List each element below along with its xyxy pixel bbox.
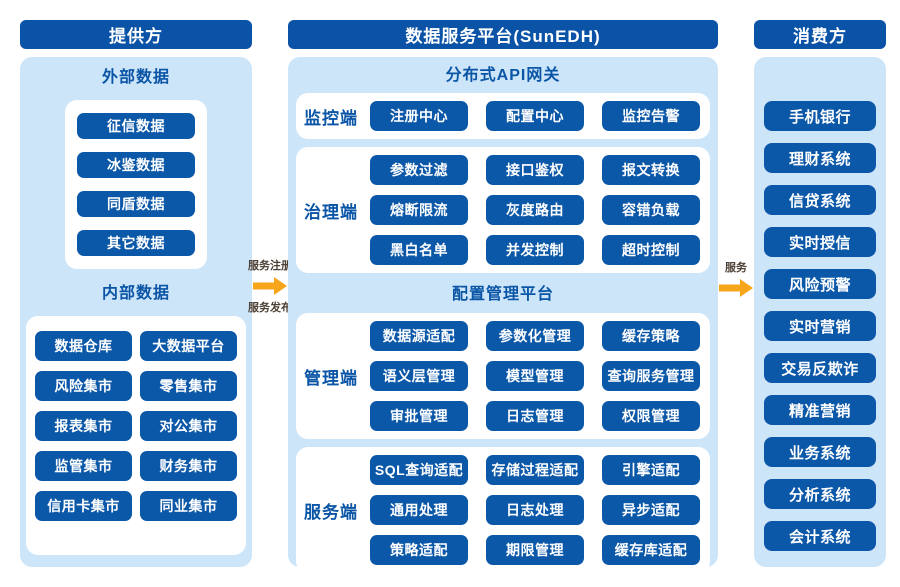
consumer-node: 风险预警 [764, 269, 876, 299]
platform-node: 权限管理 [602, 401, 700, 431]
platform-node: 数据源适配 [370, 321, 468, 351]
governance-group-grid: 参数过滤 接口鉴权 报文转换 熔断限流 灰度路由 容错负载 黑白名单 并发控制 … [370, 155, 700, 265]
platform-node: 灰度路由 [486, 195, 584, 225]
provider-node: 征信数据 [77, 113, 195, 139]
consumer-node: 分析系统 [764, 479, 876, 509]
platform-node: 日志管理 [486, 401, 584, 431]
platform-node: 缓存库适配 [602, 535, 700, 565]
service-label: 服务 [725, 262, 747, 274]
platform-node: 语义层管理 [370, 361, 468, 391]
provider-node: 数据仓库 [35, 331, 132, 361]
consumer-node: 会计系统 [764, 521, 876, 551]
monitor-group-grid: 注册中心 配置中心 监控告警 [370, 101, 700, 131]
consumer-node: 交易反欺诈 [764, 353, 876, 383]
platform-node: 熔断限流 [370, 195, 468, 225]
provider-node: 财务集市 [140, 451, 237, 481]
external-data-heading: 外部数据 [101, 69, 170, 86]
platform-node: 超时控制 [602, 235, 700, 265]
platform-panel: 分布式API网关 监控端 注册中心 配置中心 监控告警 治理端 参数过滤 接口鉴… [288, 57, 718, 573]
platform-node: 日志处理 [486, 495, 584, 525]
provider-node: 风险集市 [35, 371, 132, 401]
consumer-node: 实时授信 [764, 227, 876, 257]
provider-node: 大数据平台 [140, 331, 237, 361]
platform-node: 引擎适配 [602, 455, 700, 485]
platform-node: 接口鉴权 [486, 155, 584, 185]
governance-group-label: 治理端 [304, 202, 358, 222]
provider-node: 监管集市 [35, 451, 132, 481]
consumer-panel: 手机银行 理财系统 信贷系统 实时授信 风险预警 实时营销 交易反欺诈 精准营销… [754, 57, 886, 567]
platform-node: 注册中心 [370, 101, 468, 131]
right-arrow-icon [719, 279, 753, 297]
management-group: 管理端 数据源适配 参数化管理 缓存策略 语义层管理 模型管理 查询服务管理 审… [296, 313, 710, 439]
platform-node: 查询服务管理 [602, 361, 700, 391]
platform-node: 策略适配 [370, 535, 468, 565]
platform-to-consumer-arrow: 服务 [715, 259, 757, 301]
provider-column: 提供方 外部数据 征信数据 冰鉴数据 同盾数据 其它数据 内部数据 数据仓库 大… [20, 20, 252, 567]
provider-node: 对公集市 [140, 411, 237, 441]
platform-node: 报文转换 [602, 155, 700, 185]
provider-node: 信用卡集市 [35, 491, 132, 521]
platform-node: 存储过程适配 [486, 455, 584, 485]
management-group-grid: 数据源适配 参数化管理 缓存策略 语义层管理 模型管理 查询服务管理 审批管理 … [370, 321, 700, 431]
platform-node: 异步适配 [602, 495, 700, 525]
platform-node: 缓存策略 [602, 321, 700, 351]
platform-node: 并发控制 [486, 235, 584, 265]
config-mgmt-heading: 配置管理平台 [451, 286, 554, 303]
consumer-column: 消费方 手机银行 理财系统 信贷系统 实时授信 风险预警 实时营销 交易反欺诈 … [754, 20, 886, 567]
provider-node: 冰鉴数据 [77, 152, 195, 178]
service-register-label: 服务注册 [248, 260, 292, 272]
provider-node: 零售集市 [140, 371, 237, 401]
platform-column: 数据服务平台(SunEDH) 分布式API网关 监控端 注册中心 配置中心 监控… [288, 20, 718, 573]
platform-node: 模型管理 [486, 361, 584, 391]
platform-node: 审批管理 [370, 401, 468, 431]
consumer-header: 消费方 [754, 20, 886, 49]
external-data-box: 征信数据 冰鉴数据 同盾数据 其它数据 [65, 100, 207, 269]
platform-node: 黑白名单 [370, 235, 468, 265]
platform-node: 容错负载 [602, 195, 700, 225]
consumer-node: 业务系统 [764, 437, 876, 467]
internal-data-box: 数据仓库 大数据平台 风险集市 零售集市 报表集市 对公集市 监管集市 财务集市… [26, 316, 246, 555]
platform-node: 期限管理 [486, 535, 584, 565]
platform-node: 配置中心 [486, 101, 584, 131]
provider-node: 同盾数据 [77, 191, 195, 217]
consumer-node: 理财系统 [764, 143, 876, 173]
platform-header: 数据服务平台(SunEDH) [288, 20, 718, 49]
service-group-grid: SQL查询适配 存储过程适配 引擎适配 通用处理 日志处理 异步适配 策略适配 … [370, 455, 700, 565]
provider-header: 提供方 [20, 20, 252, 49]
provider-node: 其它数据 [77, 230, 195, 256]
provider-node: 报表集市 [35, 411, 132, 441]
platform-node: 参数化管理 [486, 321, 584, 351]
management-group-label: 管理端 [304, 368, 358, 388]
monitor-group-label: 监控端 [304, 108, 358, 128]
provider-to-platform-arrow: 服务注册 服务发布 [248, 257, 292, 315]
internal-data-heading: 内部数据 [101, 285, 170, 302]
service-group: 服务端 SQL查询适配 存储过程适配 引擎适配 通用处理 日志处理 异步适配 策… [296, 447, 710, 573]
service-group-label: 服务端 [304, 502, 358, 522]
monitor-group: 监控端 注册中心 配置中心 监控告警 [296, 93, 710, 139]
right-arrow-icon [253, 277, 287, 295]
provider-node: 同业集市 [140, 491, 237, 521]
consumer-node: 手机银行 [764, 101, 876, 131]
provider-panel: 外部数据 征信数据 冰鉴数据 同盾数据 其它数据 内部数据 数据仓库 大数据平台… [20, 57, 252, 567]
consumer-node: 实时营销 [764, 311, 876, 341]
api-gateway-heading: 分布式API网关 [445, 67, 561, 84]
service-publish-label: 服务发布 [248, 302, 292, 314]
consumer-node: 精准营销 [764, 395, 876, 425]
platform-node: 参数过滤 [370, 155, 468, 185]
platform-node: 通用处理 [370, 495, 468, 525]
governance-group: 治理端 参数过滤 接口鉴权 报文转换 熔断限流 灰度路由 容错负载 黑白名单 并… [296, 147, 710, 273]
platform-node: SQL查询适配 [370, 455, 468, 485]
platform-node: 监控告警 [602, 101, 700, 131]
consumer-node: 信贷系统 [764, 185, 876, 215]
